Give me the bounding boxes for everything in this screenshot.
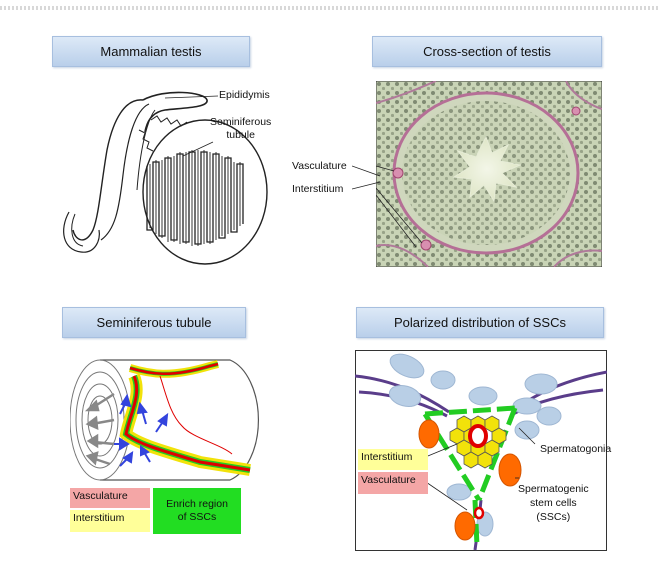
epididymis-head bbox=[142, 91, 208, 133]
cross-section-title: Cross-section of testis bbox=[372, 36, 602, 67]
vas-deferens bbox=[72, 99, 144, 241]
lower-vessel bbox=[473, 506, 485, 520]
legend-interstitium: Interstitium bbox=[70, 510, 150, 532]
grey-arrows bbox=[84, 392, 115, 466]
cs-interstitium-label: Interstitium bbox=[292, 183, 344, 195]
top-divider bbox=[0, 6, 660, 10]
tubule-drawing bbox=[70, 359, 259, 481]
distribution-title: Polarized distribution of SSCs bbox=[356, 307, 604, 338]
testis-title: Mammalian testis bbox=[52, 36, 250, 67]
dist-interstitium-label: Interstitium bbox=[358, 449, 428, 470]
spermatogonia-cells bbox=[388, 353, 562, 537]
cs-leader-lines bbox=[352, 165, 381, 190]
legend-enrich-region: Enrich region of SSCs bbox=[153, 488, 241, 534]
central-vessel bbox=[468, 424, 488, 448]
distribution-diagram bbox=[355, 350, 607, 551]
blue-arrows bbox=[114, 393, 169, 467]
testis-drawing bbox=[63, 91, 268, 265]
epididymis-label: Epididymis bbox=[219, 89, 270, 101]
cs-vasculature-label: Vasculature bbox=[292, 160, 347, 172]
ssc-label: Spermatogenic stem cells (SSCs) bbox=[518, 483, 589, 523]
legend-vasculature: Vasculature bbox=[70, 488, 150, 508]
tubule-lumen bbox=[452, 135, 522, 203]
ssc-cells bbox=[418, 419, 522, 541]
dist-vasculature-label: Vasculature bbox=[358, 472, 428, 494]
seminiferous-tubule-label: Seminiferous tubule bbox=[210, 116, 272, 141]
spermatogonia-label: Spermatogonia bbox=[540, 443, 612, 455]
cross-section-image bbox=[376, 81, 602, 267]
tubule-title: Seminiferous tubule bbox=[62, 307, 246, 338]
seminiferous-tubules bbox=[146, 150, 244, 246]
tubule-vessel bbox=[129, 362, 219, 375]
